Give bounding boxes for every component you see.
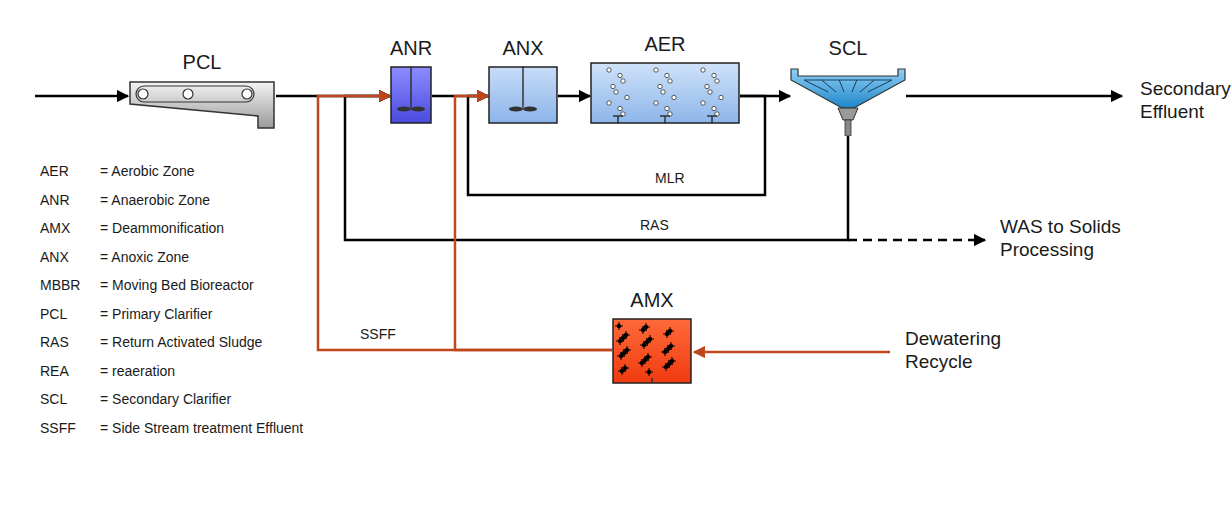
- unit-label: AER: [644, 33, 685, 56]
- amx-unit: AMX: [612, 318, 692, 384]
- legend-definition: = Secondary Clarifier: [100, 391, 231, 407]
- stream-label: SSFF: [360, 326, 396, 342]
- flow-connector: [318, 96, 612, 350]
- flow-connector: [558, 95, 590, 98]
- pcl-outline: [128, 80, 276, 130]
- outlet-label: WAS to Solids Processing: [1000, 216, 1190, 262]
- legend-abbreviation: AMX: [40, 220, 70, 236]
- legend-definition: = Aerobic Zone: [100, 163, 195, 179]
- legend-abbreviation: REA: [40, 363, 69, 379]
- anr-unit: ANR: [390, 66, 432, 124]
- stream-label: RAS: [640, 217, 669, 233]
- legend-abbreviation: SCL: [40, 391, 67, 407]
- legend-abbreviation: PCL: [40, 306, 67, 322]
- legend-abbreviation: AER: [40, 163, 69, 179]
- effluent-line: [906, 95, 1122, 98]
- anx-outline: [488, 66, 558, 124]
- legend-definition: = Deammonification: [100, 220, 224, 236]
- aer-outline: [590, 62, 740, 124]
- legend-definition: = Anoxic Zone: [100, 249, 189, 265]
- inlet-label: Dewatering Recycle: [905, 328, 1015, 374]
- scl-unit: SCL: [790, 66, 906, 136]
- legend-abbreviation: MBBR: [40, 277, 80, 293]
- scl-outline: [790, 66, 906, 136]
- legend-abbreviation: SSFF: [40, 420, 76, 436]
- unit-label: PCL: [183, 51, 222, 74]
- legend-definition: = Return Activated Sludge: [100, 334, 262, 350]
- stream-label: MLR: [655, 170, 685, 186]
- legend-definition: = Moving Bed Bioreactor: [100, 277, 254, 293]
- outlet-label: Secondary Effluent: [1140, 78, 1230, 124]
- legend-abbreviation: ANR: [40, 192, 70, 208]
- legend-abbreviation: RAS: [40, 334, 69, 350]
- anr-outline: [390, 66, 432, 124]
- legend-abbreviation: ANX: [40, 249, 69, 265]
- legend-definition: = Side Stream treatment Effluent: [100, 420, 303, 436]
- unit-label: AMX: [630, 289, 673, 312]
- unit-label: ANR: [390, 37, 432, 60]
- influent-line: [35, 95, 128, 98]
- anx-unit: ANX: [488, 66, 558, 124]
- unit-label: SCL: [829, 37, 868, 60]
- dewatering-line: [694, 351, 890, 354]
- legend-definition: = Primary Clarifier: [100, 306, 212, 322]
- unit-label: ANX: [502, 37, 543, 60]
- amx-outline: [612, 318, 692, 384]
- legend-definition: = reaeration: [100, 363, 175, 379]
- aer-unit: AER: [590, 62, 740, 124]
- was-line: [848, 239, 985, 242]
- legend-definition: = Anaerobic Zone: [100, 192, 210, 208]
- pcl-unit: PCL: [128, 80, 276, 130]
- flow-connector: [455, 96, 612, 350]
